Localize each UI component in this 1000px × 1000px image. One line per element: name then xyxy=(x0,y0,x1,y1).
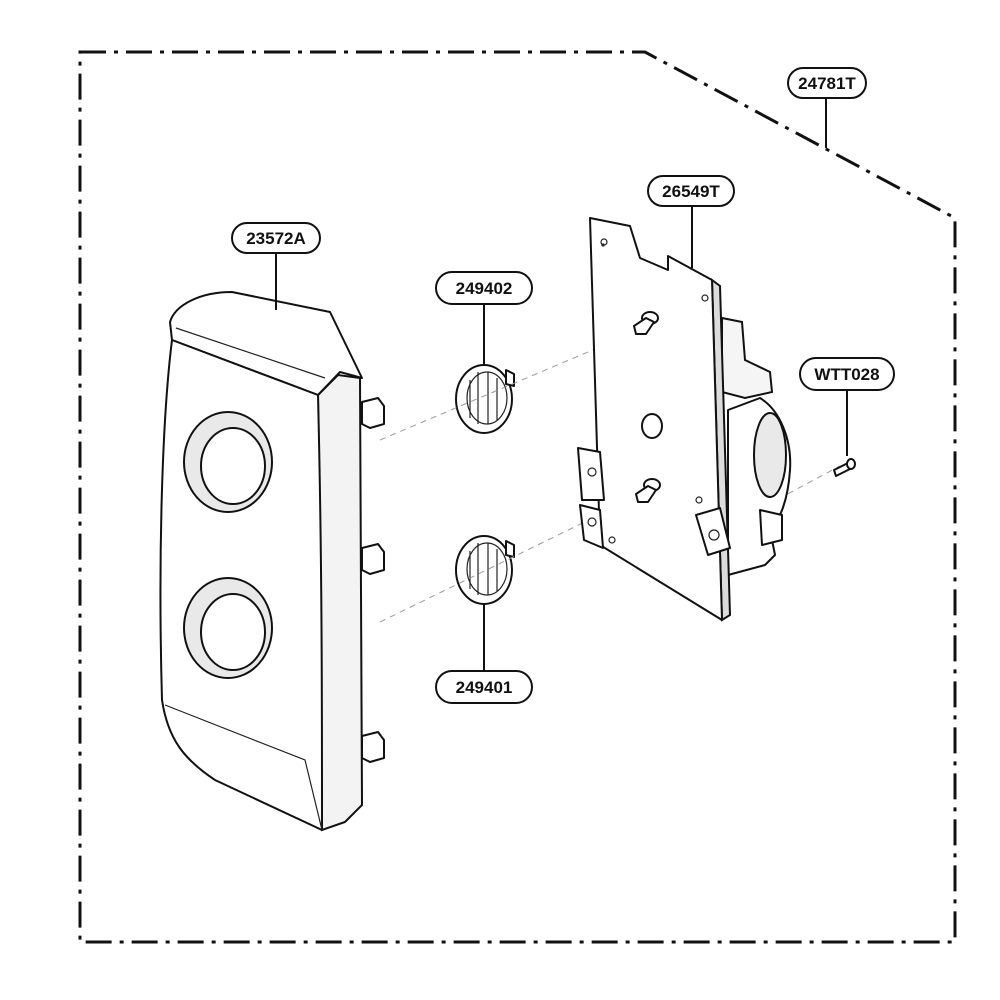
callout-label: 23572A xyxy=(246,229,306,248)
callout-pcb: 26549T xyxy=(647,175,735,207)
callout-label: 249401 xyxy=(456,678,513,697)
callout-label: 249402 xyxy=(456,279,513,298)
callout-label: 26549T xyxy=(662,182,720,201)
callout-knob-top: 249402 xyxy=(435,271,533,305)
knob-bottom xyxy=(455,535,515,605)
callout-panel: 23572A xyxy=(231,222,321,254)
callout-knob-bottom: 249401 xyxy=(435,670,533,704)
callout-screw: WTT028 xyxy=(799,357,895,391)
callout-assembly: 24781T xyxy=(787,67,867,99)
callout-label: 24781T xyxy=(798,74,856,93)
timer-board-assembly xyxy=(577,217,792,622)
knob-top xyxy=(455,364,515,434)
control-panel-housing xyxy=(159,291,385,832)
assembly-boundary xyxy=(78,50,957,944)
callout-label: WTT028 xyxy=(814,365,879,384)
screw xyxy=(833,458,856,477)
